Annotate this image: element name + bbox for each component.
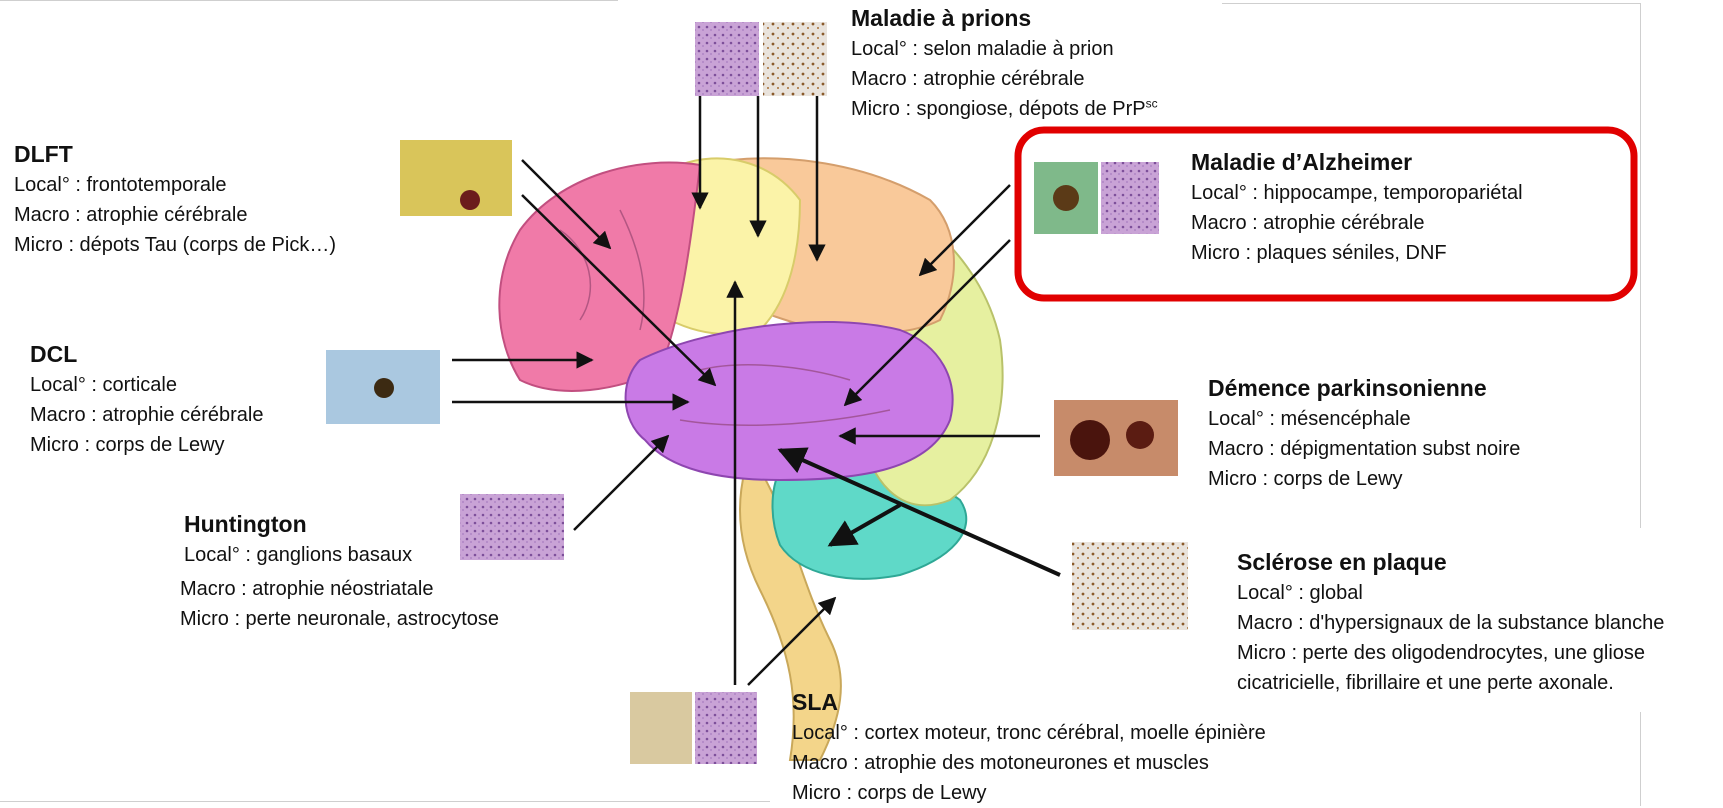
prion-macro: Macro : atrophie cérébrale [851,64,1158,94]
prion-micro: Micro : spongiose, dépots de PrPsc [851,94,1158,124]
label-huntington: Huntington Local° : ganglions basaux Mac… [182,508,499,634]
prion-histology-thumbnail-2 [763,22,827,96]
dlft-title: DLFT [14,138,336,170]
dcl-lewy-body [374,378,394,398]
prion-local: Local° : selon maladie à prion [851,34,1158,64]
dlft-pick-body [460,190,480,210]
sep-micro-cont: cicatricielle, fibrillaire et une perte … [1237,668,1664,698]
prion-title: Maladie à prions [851,2,1158,34]
parkinson-lewy-body-1 [1070,420,1110,460]
huntington-title: Huntington [184,508,499,540]
dcl-title: DCL [30,338,263,370]
parkinson-title: Démence parkinsonienne [1208,372,1520,404]
sep-histology-thumbnail [1072,542,1188,630]
label-sep: Sclérose en plaque Local° : global Macro… [1237,546,1664,698]
sla-histology-thumbnail-2 [695,692,757,764]
alzheimer-micro: Micro : plaques séniles, DNF [1191,238,1523,268]
huntington-micro: Micro : perte neuronale, astrocytose [180,604,499,634]
prion-micro-sup: sc [1146,96,1158,110]
frame-line-bottom-left [0,801,770,802]
parkinson-micro: Micro : corps de Lewy [1208,464,1520,494]
alzheimer-plaque [1053,185,1079,211]
prion-histology-thumbnail-1 [695,22,759,96]
frame-line-right-low [1640,712,1641,806]
dlft-macro: Macro : atrophie cérébrale [14,200,336,230]
alzheimer-title: Maladie d’Alzheimer [1191,146,1523,178]
sep-macro: Macro : d'hypersignaux de la substance b… [1237,608,1664,638]
sla-micro: Micro : corps de Lewy [792,778,1266,808]
alzheimer-local: Local° : hippocampe, temporopariétal [1191,178,1523,208]
prion-micro-text: Micro : spongiose, dépots de PrP [851,98,1146,120]
parkinson-lewy-body-2 [1126,421,1154,449]
frame-line-top-left [0,0,618,1]
parkinson-local: Local° : mésencéphale [1208,404,1520,434]
sep-local: Local° : global [1237,578,1664,608]
sla-title: SLA [792,686,1266,718]
label-sla: SLA Local° : cortex moteur, tronc cérébr… [792,686,1266,808]
label-alzheimer: Maladie d’Alzheimer Local° : hippocampe,… [1191,146,1523,268]
sep-micro: Micro : perte des oligodendrocytes, une … [1237,638,1664,668]
dcl-micro: Micro : corps de Lewy [30,430,263,460]
sla-histology-thumbnail-1 [630,692,692,764]
dcl-local: Local° : corticale [30,370,263,400]
dlft-local: Local° : frontotemporale [14,170,336,200]
frame-line-right [1640,3,1641,528]
dlft-histology-thumbnail [400,140,512,216]
sla-local: Local° : cortex moteur, tronc cérébral, … [792,718,1266,748]
sep-title: Sclérose en plaque [1237,546,1664,578]
parkinson-macro: Macro : dépigmentation subst noire [1208,434,1520,464]
label-dcl: DCL Local° : corticale Macro : atrophie … [30,338,263,460]
sla-macro: Macro : atrophie des motoneurones et mus… [792,748,1266,778]
alzheimer-macro: Macro : atrophie cérébrale [1191,208,1523,238]
label-prion: Maladie à prions Local° : selon maladie … [851,2,1158,124]
label-parkinson: Démence parkinsonienne Local° : mésencép… [1208,372,1520,494]
arrow-huntington [574,436,668,530]
frame-line-top-right [1222,3,1640,4]
dcl-macro: Macro : atrophie cérébrale [30,400,263,430]
huntington-local: Local° : ganglions basaux [184,540,499,570]
label-dlft: DLFT Local° : frontotemporale Macro : at… [14,138,336,260]
huntington-macro: Macro : atrophie néostriatale [180,574,499,604]
dlft-micro: Micro : dépots Tau (corps de Pick…) [14,230,336,260]
alzheimer-histology-thumbnail-2 [1101,162,1159,234]
